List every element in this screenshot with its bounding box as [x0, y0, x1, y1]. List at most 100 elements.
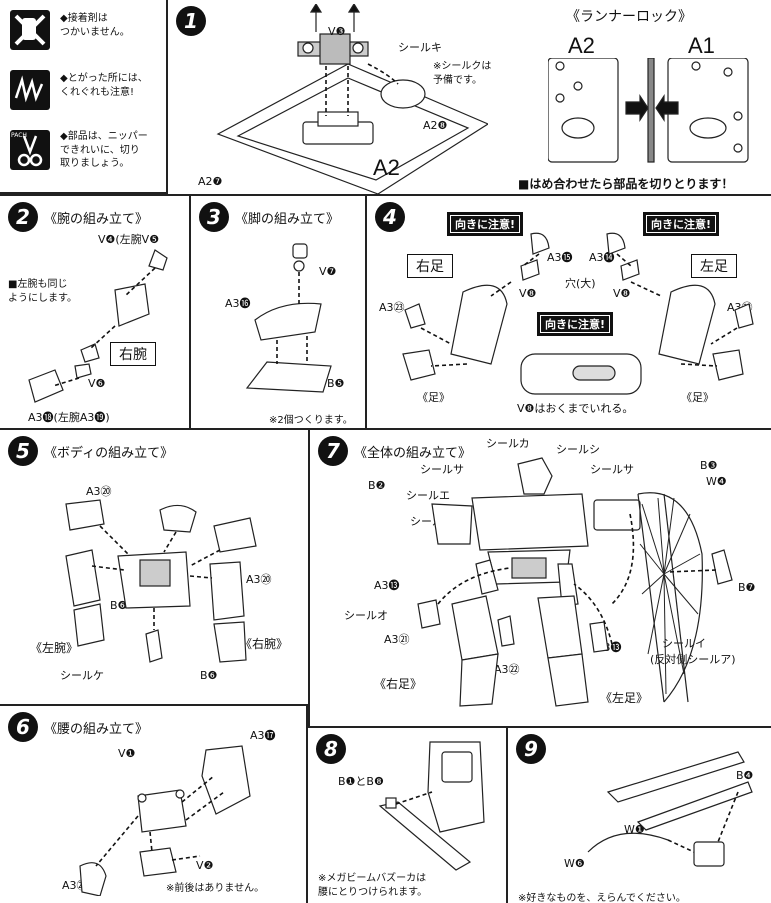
label-seal-ke: シールケ	[60, 669, 104, 682]
left-leg-label: 左足	[691, 254, 737, 278]
label-v4: V❹(左腕V❺	[98, 233, 160, 246]
label-seal-sa-right: シールサ	[590, 463, 634, 476]
label-v1-6: V❶	[118, 747, 136, 760]
step3-leg-figure	[245, 243, 332, 393]
step5-panel: 5 《ボディの組み立て》 A3⑳ A3⑳ B❻ B❻ 《左腕》 《右腕》 シール…	[0, 428, 310, 706]
label-v6: V❻	[88, 377, 106, 390]
label-seal-e: シールエ	[406, 489, 450, 502]
step7-title: 《全体の組み立て》	[354, 446, 472, 461]
label-seal-shi: シールシ	[556, 443, 600, 456]
right-leg-label: 右足	[407, 254, 453, 278]
label-seal-sa-left: シールサ	[420, 463, 464, 476]
step3-title: 《脚の組み立て》	[235, 212, 340, 227]
label-b6-bottom: B❻	[200, 669, 218, 682]
legend-panel: ◆接着剤は つかいません。 ◆とがった所には、 くれぐれも注意! PACH ◆部…	[0, 0, 168, 194]
runner-lock-title: 《ランナーロック》	[566, 9, 692, 25]
v8-insert-note: V❽はおくまでいれる。	[517, 402, 634, 415]
label-a3-20-right: A3⑳	[246, 573, 272, 586]
step1-runner-figure	[216, 4, 488, 194]
label-a3-16: A3⓰	[225, 297, 251, 310]
label-b4: B❹	[736, 769, 754, 782]
label-a3-21: A3㉑	[384, 633, 410, 646]
step4-legs-figure	[402, 232, 754, 395]
label-a3-20-top: A3⑳	[86, 485, 112, 498]
label-a3-23-right: A3㉓	[379, 301, 405, 314]
step6-title: 《腰の組み立て》	[44, 722, 149, 737]
nipper-text: ◆部品は、ニッパー できれいに、切り 取りましょう。	[60, 131, 148, 169]
label-b3: B❸	[700, 459, 718, 472]
step6-waist-figure	[79, 745, 251, 896]
runner-cut-note: ■はめ合わせたら部品を切りとります！	[518, 177, 734, 191]
step-number-1: 1	[176, 6, 206, 36]
label-seal-ka: シールカ	[486, 437, 530, 450]
step-number-4: 4	[375, 202, 405, 232]
runner-lock-figure	[548, 58, 749, 163]
label-foot-left: 《足》	[681, 391, 714, 404]
left-arm-note: ■左腕も同じ ようにします。	[8, 279, 77, 304]
label-b6-center: B❻	[110, 599, 128, 612]
sharp-text: ◆とがった所には、 くれぐれも注意!	[60, 73, 148, 98]
label-b7: B❼	[738, 581, 756, 594]
step-number-8: 8	[316, 734, 346, 764]
step1-panel: 1 V❸ シールキ ※シールクは 予備です。 A2❽ A2 A2❼ 《ランナーロ…	[166, 0, 771, 196]
label-v8-right: V❽	[519, 287, 537, 300]
label-b1-b8: B❶とB❽	[338, 775, 384, 788]
step-number-9: 9	[516, 734, 546, 764]
label-v8-left: V❽	[613, 287, 631, 300]
sharp-point-icon	[10, 70, 50, 110]
label-b2: B❷	[368, 479, 386, 492]
step9-weapons-figure	[587, 751, 753, 867]
runner-a2-label: A2	[568, 33, 595, 58]
runner-a1-label: A1	[688, 33, 715, 58]
bazooka-note: ※メガビームバズーカは 腰にとりつけられます。	[318, 873, 428, 898]
step5-body-figure	[65, 499, 257, 663]
label-foot-right: 《足》	[417, 391, 450, 404]
orientation-warning-1: 向きに注意!	[447, 212, 524, 236]
label-seal-ki: シールキ	[398, 41, 442, 54]
step3-panel: 3 《脚の組み立て》 V❼ A3⓰ B❺ ※2個つくります。	[189, 194, 367, 430]
label-a3-18: A3⓲(左腕A3⓳)	[28, 411, 110, 424]
step2-arm-figure	[28, 249, 168, 403]
orientation-warning-3: 向きに注意!	[537, 312, 614, 336]
orientation-warning-2: 向きに注意!	[643, 212, 720, 236]
label-hole: 穴(大)	[565, 277, 596, 290]
step6-panel: 6 《腰の組み立て》 V❶ A3⓱ V❷ A3㉔ ※前後はありません。	[0, 704, 308, 903]
step8-bazooka-figure	[378, 741, 485, 871]
label-a3-17: A3⓱	[250, 729, 276, 742]
label-a3-13-left: A3⓭	[374, 579, 400, 592]
left-arm-label: 《左腕》	[30, 641, 79, 655]
choose-note: ※好きなものを、えらんでください。	[518, 893, 686, 903]
step5-title: 《ボディの組み立て》	[44, 446, 174, 461]
step7-panel: 7 《全体の組み立て》 シールカ シールシ シールサ シールサ B❷ シールエ …	[308, 428, 771, 728]
step8-panel: 8 B❶とB❽ ※メガビームバズーカは 腰にとりつけられます。	[306, 726, 508, 903]
nipper-icon: PACH	[10, 130, 50, 170]
label-seal-o: シールオ	[344, 609, 388, 622]
right-arm-label-5: 《右腕》	[240, 637, 289, 651]
step-number-3: 3	[199, 202, 229, 232]
label-w6: W❻	[564, 857, 585, 870]
glue-text: ◆接着剤は つかいません。	[60, 13, 130, 38]
label-a2-7: A2❼	[198, 175, 223, 188]
label-a3-15: A3⓯	[547, 251, 573, 264]
label-v7: V❼	[319, 265, 337, 278]
step9-panel: 9 B❹ W❶ W❻ ※好きなものを、えらんでください。	[506, 726, 771, 903]
pach-label: PACH	[11, 132, 27, 139]
step7-full-assembly-figure	[417, 457, 733, 707]
no-front-back-note: ※前後はありません。	[166, 883, 265, 894]
label-a3-14: A3⓮	[589, 251, 615, 264]
label-w1: W❶	[624, 823, 645, 836]
step-number-2: 2	[8, 202, 38, 232]
make-two-note: ※2個つくります。	[269, 415, 353, 426]
step4-panel: 4 向きに注意! 向きに注意! 向きに注意! 右足 左足 A3⓯ A3⓮ 穴(大…	[365, 194, 771, 430]
label-v3: V❸	[328, 25, 346, 38]
step-number-6: 6	[8, 712, 38, 742]
label-b5: B❺	[327, 377, 345, 390]
label-a3-22: A3㉒	[494, 663, 520, 676]
step2-title: 《腕の組み立て》	[44, 212, 149, 227]
label-a2-8: A2❽	[423, 119, 448, 132]
label-w4: W❹	[706, 475, 727, 488]
right-leg-label-7: 《右足》	[374, 677, 423, 691]
left-leg-label-7: 《左足》	[600, 691, 649, 705]
step2-panel: 2 《腕の組み立て》 V❹(左腕V❺ ■左腕も同じ ようにします。 右腕 V❻ …	[0, 194, 191, 430]
